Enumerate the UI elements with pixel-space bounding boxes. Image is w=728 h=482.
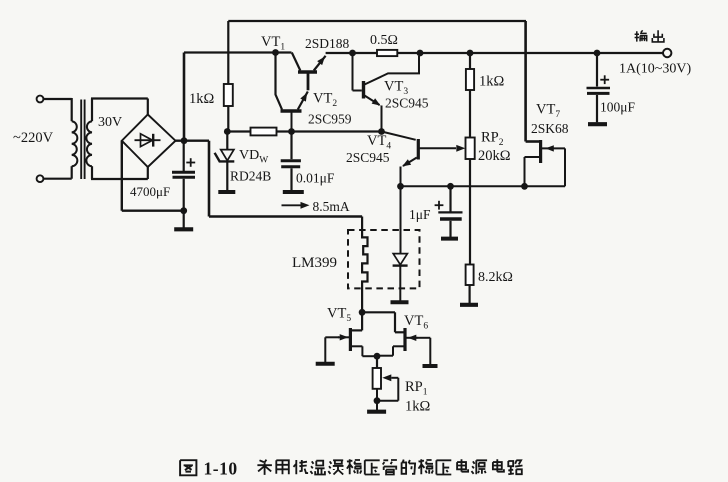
svg-text:~220V: ~220V xyxy=(13,130,54,146)
svg-text:VT1: VT1 xyxy=(261,34,285,53)
svg-text:2SK68: 2SK68 xyxy=(531,121,569,136)
svg-text:1A(10~30V): 1A(10~30V) xyxy=(619,62,691,77)
svg-text:2SD188: 2SD188 xyxy=(305,36,350,51)
svg-text:2SC945: 2SC945 xyxy=(346,150,390,165)
svg-text:VT6: VT6 xyxy=(404,313,428,332)
svg-text:VT2: VT2 xyxy=(313,91,337,110)
svg-text:1kΩ: 1kΩ xyxy=(479,74,505,90)
svg-text:RP2: RP2 xyxy=(481,130,504,149)
svg-text:8.2kΩ: 8.2kΩ xyxy=(478,270,513,285)
svg-text:RP1: RP1 xyxy=(405,379,428,398)
svg-text:0.01μF: 0.01μF xyxy=(296,171,335,186)
svg-text:2SC945: 2SC945 xyxy=(385,96,429,111)
svg-text:0.5Ω: 0.5Ω xyxy=(370,33,398,48)
svg-text:1kΩ: 1kΩ xyxy=(189,91,215,107)
svg-text:30V: 30V xyxy=(98,115,122,130)
svg-text:VT5: VT5 xyxy=(327,306,351,325)
svg-text:VT4: VT4 xyxy=(367,133,391,152)
svg-text:LM399: LM399 xyxy=(292,255,337,271)
svg-text:1-10: 1-10 xyxy=(204,459,238,479)
svg-text:VT3: VT3 xyxy=(384,79,408,98)
svg-text:2SC959: 2SC959 xyxy=(308,112,352,127)
svg-text:20kΩ: 20kΩ xyxy=(478,148,511,164)
svg-text:4700μF: 4700μF xyxy=(130,184,170,199)
svg-text:RD24B: RD24B xyxy=(230,169,271,184)
svg-text:VT7: VT7 xyxy=(536,102,560,121)
svg-text:1μF: 1μF xyxy=(409,207,431,222)
svg-text:8.5mA: 8.5mA xyxy=(313,199,350,214)
svg-text:100μF: 100μF xyxy=(600,100,635,115)
svg-text:1kΩ: 1kΩ xyxy=(405,399,431,415)
